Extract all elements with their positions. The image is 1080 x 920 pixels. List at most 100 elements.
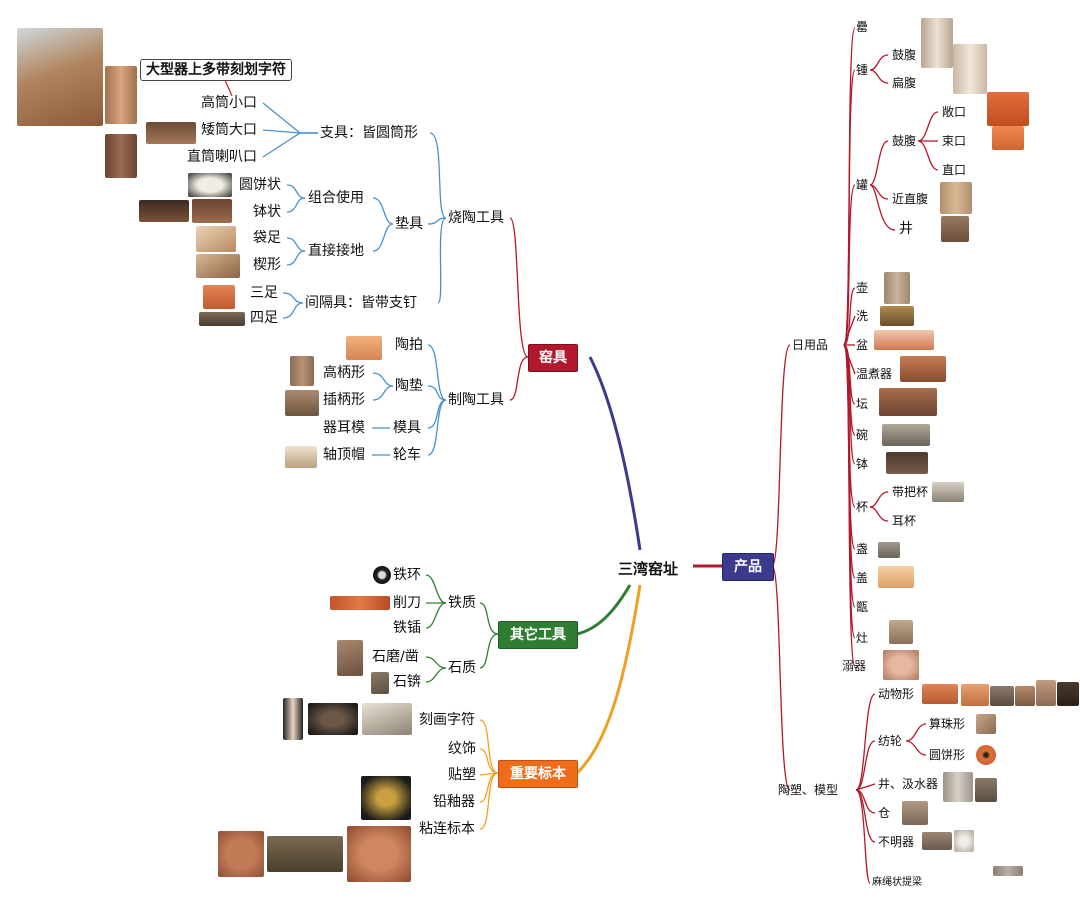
artifact-photo-well-model-2 [975,778,997,802]
artifact-photo-bo [886,452,928,474]
node-daily2-item-5[interactable]: 溺器 [842,659,867,673]
artifact-photo-tall-anvil [290,356,314,386]
node-daily-goods[interactable]: 日用品 [792,338,829,352]
artifact-photo-unknown-2 [954,830,974,852]
node-guan-item-3[interactable]: 直口 [942,163,967,177]
node-animal[interactable]: 动物形 [878,687,915,701]
node-bei-item-2[interactable]: 耳杯 [892,514,917,528]
node-daily-item-6[interactable]: 碗 [856,428,869,442]
node-mould-item[interactable]: 器耳模 [323,420,365,436]
node-daily-item-2[interactable]: 洗 [856,309,869,323]
node-combo-item-1[interactable]: 圆饼状 [239,177,281,193]
node-lei[interactable]: 罍 [856,20,869,34]
node-anvil[interactable]: 陶垫 [395,378,423,394]
node-guan-gufu[interactable]: 鼓腹 [892,134,917,148]
node-spindle[interactable]: 纺轮 [878,734,903,748]
hub-other-tools[interactable]: 其它工具 [498,621,578,649]
node-guan-jin[interactable]: 近直腹 [892,192,929,206]
node-support[interactable]: 支具：皆圆筒形 [320,125,418,141]
node-anvil-item-1[interactable]: 高柄形 [323,365,365,381]
node-zhong[interactable]: 锺 [856,63,869,77]
artifact-photo-knife [330,596,390,610]
artifact-photo-inscription-2 [308,703,358,735]
node-granary[interactable]: 仓 [878,806,891,820]
node-bei-item-1[interactable]: 带把杯 [892,485,929,499]
artifact-photo-iron-ring [373,566,391,584]
node-guan-item-2[interactable]: 束口 [942,134,967,148]
node-daily-item-3[interactable]: 盆 [856,338,869,352]
artifact-photo-inscription-3 [362,703,412,735]
node-daily2-item-1[interactable]: 盏 [856,542,869,556]
node-paddle[interactable]: 陶拍 [395,337,423,353]
node-unknown[interactable]: 不明器 [878,835,915,849]
artifact-photo-pen [874,330,934,350]
hub-kiln-tools[interactable]: 窑具 [528,344,578,372]
node-firing-tools[interactable]: 烧陶工具 [448,210,504,226]
node-spacer-item-2[interactable]: 四足 [250,310,278,326]
node-jing[interactable]: 井 [899,221,913,237]
node-anvil-item-2[interactable]: 插柄形 [323,392,365,408]
node-pad[interactable]: 垫具 [395,216,423,232]
node-stone-item-2[interactable]: 石锛 [393,674,421,690]
node-models[interactable]: 陶塑、模型 [778,783,839,797]
node-daily2-item-3[interactable]: 甑 [856,600,869,614]
node-spec-3[interactable]: 贴塑 [448,767,476,783]
node-support-item-2[interactable]: 矮筒大口 [201,122,257,138]
node-guan[interactable]: 罐 [856,178,869,192]
node-zhong-item-2[interactable]: 扁腹 [892,76,917,90]
node-spindle-item-2[interactable]: 圆饼形 [929,748,966,762]
node-combo-item-2[interactable]: 钵状 [253,204,281,220]
node-daily-item-1[interactable]: 壶 [856,281,869,295]
node-daily2-item-4[interactable]: 灶 [856,631,869,645]
node-spec-5[interactable]: 粘连标本 [419,821,475,837]
node-iron-item-1[interactable]: 铁环 [393,567,421,583]
callout-note: 大型器上多带刻划字符 [140,59,292,81]
node-bei[interactable]: 杯 [856,500,869,514]
node-spec-4[interactable]: 铅釉器 [433,794,475,810]
node-spacer-item-1[interactable]: 三足 [250,285,278,301]
artifact-photo-fused-3 [347,826,411,882]
node-daily-item-5[interactable]: 坛 [856,397,869,411]
node-stone[interactable]: 石质 [448,660,476,676]
artifact-photo-three-foot [203,285,235,309]
node-mould[interactable]: 模具 [393,420,421,436]
node-stone-item-1[interactable]: 石磨/凿 [372,649,419,665]
node-guan-item-1[interactable]: 敞口 [942,105,967,119]
artifact-photo-zhong-2 [953,44,987,94]
root-node[interactable]: 三湾窑址 [618,560,679,578]
node-ground-item-2[interactable]: 楔形 [253,257,281,273]
artifact-photo-hu [884,272,910,304]
node-zhong-item-1[interactable]: 鼓腹 [892,48,917,62]
node-rope-handle[interactable]: 麻绳状提梁 [872,877,922,888]
node-support-item-3[interactable]: 直筒喇叭口 [187,149,257,165]
node-spacer[interactable]: 间隔具：皆带支钉 [305,295,417,311]
artifact-photo-bag-foot [196,226,236,252]
artifact-photo-socket-anvil [285,390,319,416]
artifact-photo-lead-glaze [361,776,411,820]
node-well[interactable]: 井、汲水器 [878,777,939,791]
artifact-photo-warmer [900,356,946,382]
node-daily-item-4[interactable]: 温煮器 [856,367,893,381]
node-spindle-item-1[interactable]: 算珠形 [929,717,966,731]
node-combo[interactable]: 组合使用 [308,190,364,206]
node-wheel-item[interactable]: 轴顶帽 [323,447,365,463]
node-daily-item-7[interactable]: 钵 [856,457,869,471]
hub-products[interactable]: 产品 [722,553,774,581]
node-making-tools[interactable]: 制陶工具 [448,392,504,408]
artifact-photo-rope-handle [993,866,1023,876]
artifact-photo-guan-3 [940,182,972,214]
node-daily2-item-2[interactable]: 盖 [856,571,869,585]
node-wheel[interactable]: 轮车 [393,447,421,463]
node-spec-2[interactable]: 纹饰 [448,741,476,757]
node-spec-1[interactable]: 刻画字符 [419,712,475,728]
hub-specimens[interactable]: 重要标本 [498,760,578,788]
node-iron-item-3[interactable]: 铁锸 [393,620,421,636]
artifact-photo-granary [902,801,928,825]
node-iron-item-2[interactable]: 削刀 [393,595,421,611]
node-ground[interactable]: 直接接地 [308,243,364,259]
node-support-item-1[interactable]: 高筒小口 [201,95,257,111]
artifact-photo-flared-support [105,134,137,178]
artifact-photo-stove [889,620,913,644]
node-iron[interactable]: 铁质 [448,595,476,611]
node-ground-item-1[interactable]: 袋足 [253,230,281,246]
